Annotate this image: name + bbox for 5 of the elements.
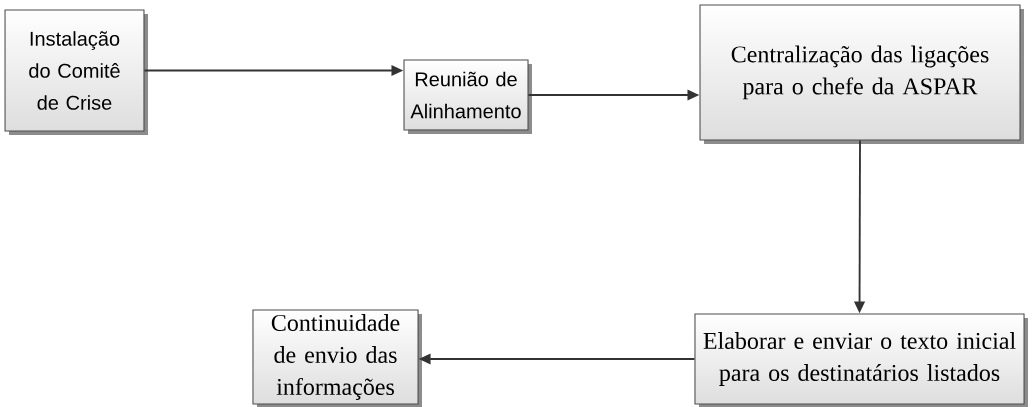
process-box: Continuidade de envio das informações	[252, 309, 422, 407]
process-box: Centralização das ligações para o chefe da ASPAR	[699, 4, 1024, 144]
process-box: Elaborar e enviar o texto inicial para os destinatários listados	[694, 313, 1028, 407]
process-box: Instalação do Comitê de Crise	[4, 9, 148, 135]
process-box: Reunião de Alinhamento	[403, 59, 532, 134]
